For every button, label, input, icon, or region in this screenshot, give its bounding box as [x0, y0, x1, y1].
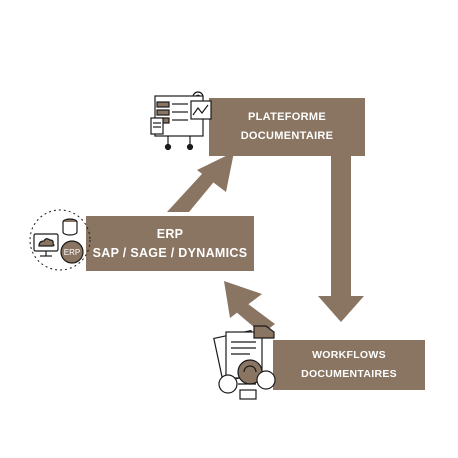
- erp-title-line1: ERP: [156, 226, 184, 241]
- erp-icon-label: ERP: [64, 248, 80, 257]
- erp-title-line2: SAP / SAGE / DYNAMICS: [92, 245, 248, 260]
- dashboard-gear-icon: [150, 91, 212, 151]
- workflows-title-line1: WORKFLOWS: [312, 349, 386, 361]
- workflows-documentaires-box: WORKFLOWS DOCUMENTAIRES: [273, 340, 425, 390]
- erp-cloud-database-icon: ERP: [29, 209, 91, 271]
- plateforme-title-line2: DOCUMENTAIRE: [240, 130, 334, 142]
- workflows-title-line2: DOCUMENTAIRES: [301, 368, 397, 380]
- arrow-workflows-to-erp: [224, 281, 275, 334]
- document-workflow-icon: [213, 325, 276, 400]
- arrow-erp-to-plateforme: [167, 152, 234, 212]
- plateforme-documentaire-box: PLATEFORME DOCUMENTAIRE: [209, 98, 365, 156]
- plateforme-title-line1: PLATEFORME: [248, 111, 326, 123]
- erp-box: ERP SAP / SAGE / DYNAMICS: [86, 216, 254, 271]
- arrow-plateforme-to-workflows: [318, 152, 364, 322]
